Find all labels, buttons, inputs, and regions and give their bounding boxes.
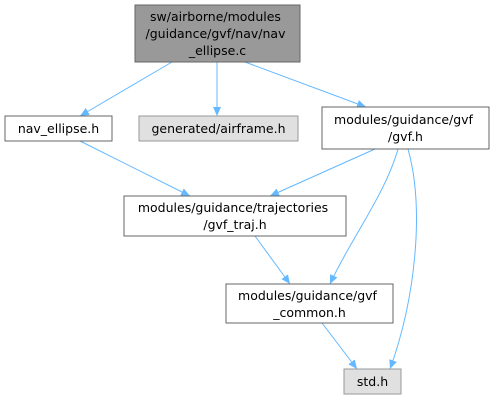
node-nav-ellipse-label: nav_ellipse.h (18, 121, 99, 136)
edge-main-to-nav-ellipse (79, 61, 173, 117)
svg-text:modules/guidance/gvf _co: modules/guidance/gvf _common.h (238, 288, 381, 320)
node-nav-ellipse-h[interactable]: nav_ellipse.h (4, 115, 113, 142)
edge-gvf-common-to-std (321, 322, 358, 370)
node-main-file[interactable]: sw/airborne/modules /guidance/gvf/nav/na… (134, 4, 301, 63)
node-airframe-h: generated/airframe.h (138, 115, 299, 142)
node-main-line-2: /guidance/gvf/nav/nav (146, 26, 287, 41)
node-main-line-3: _ellipse.c (188, 43, 246, 58)
node-std-label: std.h (357, 374, 388, 389)
node-main-line-1: sw/airborne/modules (150, 9, 281, 24)
node-gvf-common-line-2: _common.h (272, 305, 346, 320)
node-gvf-common-h[interactable]: modules/guidance/gvf _common.h (225, 283, 394, 324)
node-gvf-traj-line-1: modules/guidance/trajectories (138, 200, 328, 215)
node-std-h: std.h (343, 368, 402, 395)
node-gvf-traj-h[interactable]: modules/guidance/trajectories /gvf_traj.… (123, 195, 347, 237)
svg-text:generated/airframe.h: generated/airframe.h (151, 121, 285, 136)
svg-text:nav_ellipse.h: nav_ellipse.h (18, 121, 99, 136)
node-gvf-common-line-1: modules/guidance/gvf (238, 288, 378, 303)
edges (79, 61, 417, 370)
node-gvf-line-1: modules/guidance/gvf (334, 112, 474, 127)
node-airframe-label: generated/airframe.h (151, 121, 285, 136)
edge-gvf-to-gvf-common (329, 148, 399, 285)
node-gvf-h[interactable]: modules/guidance/gvf /gvf.h (321, 106, 490, 150)
edge-gvf-traj-to-gvf-common (254, 235, 291, 285)
svg-text:std.h: std.h (357, 374, 388, 389)
edge-main-to-gvf (244, 61, 367, 108)
edge-gvf-to-std (389, 148, 417, 370)
edge-gvf-to-gvf-traj (269, 148, 376, 197)
svg-text:modules/guidance/gvf /gv: modules/guidance/gvf /gvf.h (334, 112, 477, 144)
node-gvf-line-2: /gvf.h (388, 129, 423, 144)
edge-nav-ellipse-to-gvf-traj (79, 140, 191, 197)
node-gvf-traj-line-2: /gvf_traj.h (203, 217, 266, 232)
svg-text:modules/guidance/trajectories: modules/guidance/trajectories /gvf_traj.… (138, 200, 332, 232)
svg-text:sw/airborne/modules /gui: sw/airborne/modules /guidance/gvf/nav/na… (146, 9, 290, 58)
